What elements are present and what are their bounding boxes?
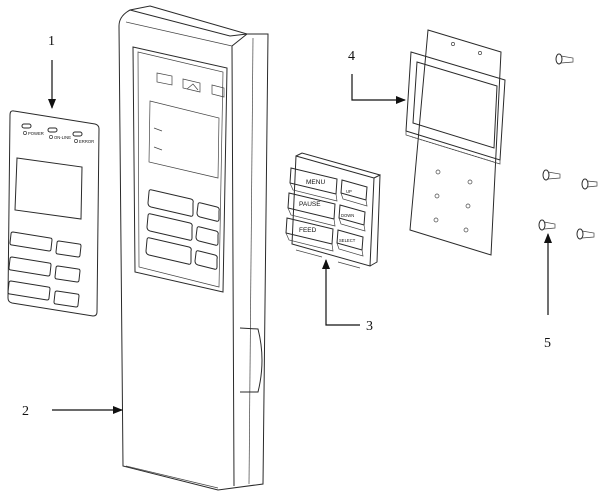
callout-label-1: 1 bbox=[48, 34, 55, 49]
keypad-key-up: UP bbox=[340, 179, 368, 207]
callout-label-3: 3 bbox=[366, 319, 373, 334]
callout-labels: 1 2 3 4 5 bbox=[22, 34, 551, 419]
overlay-led-label-power: POWER bbox=[28, 131, 44, 136]
screw-icon bbox=[542, 169, 561, 181]
callout-label-2: 2 bbox=[22, 404, 29, 419]
keypad-label-select: SELECT bbox=[339, 238, 356, 243]
keypad-key-menu: MENU bbox=[289, 167, 338, 202]
part-4-lcd-module bbox=[405, 29, 506, 256]
keypad-label-menu: MENU bbox=[306, 179, 325, 186]
keypad-key-pause: PAUSE bbox=[287, 192, 336, 227]
part-5-screws bbox=[538, 53, 598, 240]
bezel-side-cutout bbox=[239, 327, 263, 393]
bezel-lcd-opening bbox=[148, 100, 220, 179]
part-1-front-overlay: POWER ON-LINE ERROR bbox=[7, 110, 100, 317]
part-2-front-bezel bbox=[118, 5, 269, 491]
keypad-label-feed: FEED bbox=[299, 227, 317, 234]
screw-icon bbox=[538, 219, 556, 231]
screw-icon bbox=[576, 228, 595, 240]
bezel-button-openings bbox=[145, 189, 220, 270]
callout-4-arrow bbox=[351, 74, 406, 104]
keypad-label-up: UP bbox=[346, 189, 352, 194]
callout-label-5: 5 bbox=[544, 336, 551, 351]
callout-3-arrow bbox=[322, 259, 360, 326]
part-3-keypad: MENU UP PAUSE DOWN FEED S bbox=[285, 152, 381, 269]
screw-icon bbox=[555, 53, 574, 65]
keypad-label-pause: PAUSE bbox=[299, 201, 321, 208]
keypad-label-down: DOWN bbox=[341, 213, 354, 218]
overlay-led-row: POWER ON-LINE ERROR bbox=[21, 123, 94, 144]
callout-label-4: 4 bbox=[348, 49, 355, 64]
overlay-led-label-online: ON-LINE bbox=[54, 135, 71, 140]
keypad-key-feed: FEED bbox=[285, 217, 334, 252]
overlay-led-label-error: ERROR bbox=[79, 139, 94, 144]
keypad-key-select: SELECT bbox=[336, 229, 364, 257]
overlay-lcd-window bbox=[14, 157, 83, 220]
bezel-led-windows bbox=[156, 72, 225, 98]
overlay-button-grid bbox=[7, 231, 82, 308]
keypad-key-down: DOWN bbox=[338, 204, 366, 232]
callout-leaders bbox=[48, 60, 552, 414]
screw-icon bbox=[581, 178, 598, 190]
